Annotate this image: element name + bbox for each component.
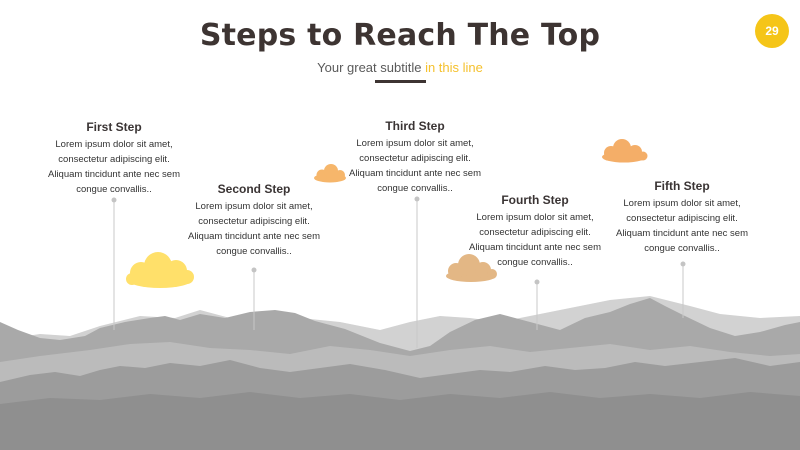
step-description: Lorem ipsum dolor sit amet, consectetur … bbox=[47, 139, 181, 195]
step-4: Fourth Step Lorem ipsum dolor sit amet, … bbox=[457, 193, 613, 270]
page-number-badge: 29 bbox=[755, 14, 789, 48]
subtitle-main: Your great subtitle bbox=[317, 60, 422, 75]
step-title: Third Step bbox=[385, 119, 445, 133]
slide-subtitle: Your great subtitle in this line bbox=[0, 60, 800, 75]
step-description: Lorem ipsum dolor sit amet, consectetur … bbox=[348, 138, 482, 194]
step-description: Lorem ipsum dolor sit amet, consectetur … bbox=[187, 201, 321, 257]
step-1: First Step Lorem ipsum dolor sit amet, c… bbox=[36, 120, 192, 197]
cloud-icon-small-orange bbox=[314, 164, 346, 183]
step-2: Second Step Lorem ipsum dolor sit amet, … bbox=[176, 182, 332, 259]
step-description: Lorem ipsum dolor sit amet, consectetur … bbox=[468, 212, 602, 268]
step-title: Fifth Step bbox=[654, 179, 710, 193]
step-marker-1 bbox=[111, 197, 117, 330]
step-title: Second Step bbox=[217, 182, 291, 196]
step-3: Third Step Lorem ipsum dolor sit amet, c… bbox=[337, 119, 493, 196]
cloud-icon-tan bbox=[446, 254, 497, 282]
step-title: First Step bbox=[86, 120, 142, 134]
step-marker-5 bbox=[680, 261, 686, 318]
cloud-icon-orange bbox=[602, 139, 648, 163]
step-marker-3 bbox=[414, 196, 420, 348]
cloud-icon-yellow bbox=[126, 252, 194, 288]
step-description: Lorem ipsum dolor sit amet, consectetur … bbox=[615, 198, 749, 254]
slide-title: Steps to Reach The Top bbox=[199, 18, 601, 53]
subtitle-highlight: in this line bbox=[425, 60, 483, 75]
step-5: Fifth Step Lorem ipsum dolor sit amet, c… bbox=[604, 179, 760, 256]
step-marker-2 bbox=[251, 267, 257, 330]
title-underline bbox=[375, 80, 426, 83]
step-title: Fourth Step bbox=[501, 193, 569, 207]
step-marker-4 bbox=[534, 279, 540, 330]
mountain-layer-ground bbox=[0, 392, 800, 450]
